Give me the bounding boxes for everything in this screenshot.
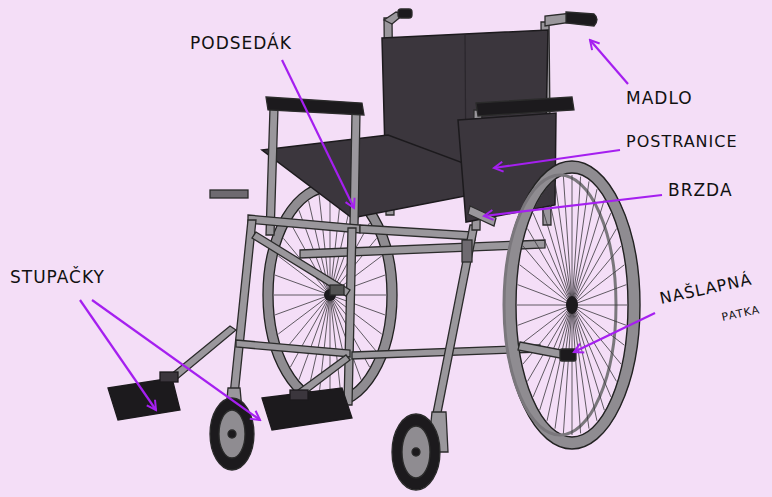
frame-front xyxy=(170,190,540,418)
part-label: MADLO xyxy=(626,89,693,108)
footrest xyxy=(108,372,352,430)
rear-wheel-right xyxy=(572,285,626,305)
rear-wheel-right xyxy=(517,175,627,435)
frame-front xyxy=(252,232,350,296)
rear-wheel-right xyxy=(572,305,624,345)
frame-front xyxy=(248,215,360,233)
rear-wheel-right xyxy=(517,305,572,306)
rear-wheel-right xyxy=(518,305,572,325)
rear-wheel-right xyxy=(572,305,581,433)
part-label: PODSEDÁK xyxy=(190,34,292,53)
caster-wheel xyxy=(219,410,245,458)
frame-front xyxy=(210,190,248,198)
rear-wheel-right xyxy=(528,305,572,381)
rear-wheel-right xyxy=(572,229,616,305)
part-label: POSTRANICE xyxy=(626,133,738,151)
leader-arrow xyxy=(574,313,655,352)
frame-front xyxy=(236,340,350,357)
rear-wheel-left xyxy=(275,295,330,315)
rear-wheel-right xyxy=(563,177,572,305)
frame-front xyxy=(432,225,478,418)
rear-wheel-right xyxy=(572,175,573,305)
footrest xyxy=(262,388,352,430)
frame-front xyxy=(360,225,475,240)
footrest xyxy=(160,372,178,382)
footrest xyxy=(290,390,308,400)
leader-arrow xyxy=(80,40,662,420)
caster-wheel xyxy=(210,398,254,470)
rear-wheel-right xyxy=(572,200,604,305)
rear-wheel-right xyxy=(572,305,589,429)
push-handle xyxy=(398,9,412,18)
armrest-left xyxy=(266,97,364,115)
rear-wheel-left xyxy=(330,275,385,295)
leader-arrow xyxy=(590,40,628,84)
rear-wheel-right xyxy=(520,265,572,305)
rear-wheel-right xyxy=(572,305,573,435)
armrest-right xyxy=(476,97,574,116)
rear-wheel-left xyxy=(263,182,397,408)
rear-wheel-right xyxy=(555,181,572,305)
rear-wheel-right xyxy=(504,161,640,449)
rear-wheel-left xyxy=(299,295,330,380)
rear-wheel-left xyxy=(278,295,330,334)
leader-arrow xyxy=(494,150,620,168)
footrest xyxy=(108,378,180,420)
frame-front xyxy=(344,228,356,405)
part-label: BRZDA xyxy=(668,181,733,200)
rear-wheel-right xyxy=(533,213,572,305)
caster-wheel xyxy=(392,414,440,490)
rear-wheel-right xyxy=(572,305,627,306)
push-handle xyxy=(566,12,597,26)
rear-wheel-right xyxy=(547,305,572,421)
brake xyxy=(462,240,472,262)
rear-wheel-right xyxy=(572,189,597,305)
rear-wheel-left xyxy=(330,295,331,397)
frame-front xyxy=(170,326,236,380)
rear-wheel-left xyxy=(330,295,341,395)
rear-wheel-right xyxy=(510,167,634,443)
leader-arrow xyxy=(92,300,260,420)
caster-wheel xyxy=(210,388,448,490)
rear-wheel-right xyxy=(555,305,572,429)
rear-wheel-left xyxy=(263,182,397,408)
tipping-lever xyxy=(560,349,576,361)
rear-wheel-right xyxy=(516,173,628,437)
rear-wheel-right xyxy=(572,305,621,364)
armrest-left xyxy=(266,97,364,235)
frame-front xyxy=(330,285,344,295)
push-handle xyxy=(384,9,597,26)
rear-wheel-right xyxy=(520,305,572,345)
frame-front xyxy=(230,220,256,395)
rear-wheel-left xyxy=(274,295,330,296)
rear-wheel-right xyxy=(528,229,572,305)
caster-wheel xyxy=(228,430,236,438)
rear-wheel-right xyxy=(572,305,604,410)
armrest-left xyxy=(350,112,360,225)
rear-wheel-right xyxy=(504,161,640,449)
rear-wheel-right xyxy=(572,213,611,305)
rear-wheel-right xyxy=(572,181,589,305)
rear-wheel-right xyxy=(566,296,578,314)
part-label: PATKA xyxy=(721,304,762,324)
part-label: NAŠLAPNÁ xyxy=(658,271,753,308)
armrest-left xyxy=(266,108,278,235)
rear-wheel-right xyxy=(540,200,572,305)
caster-wheel xyxy=(412,448,420,456)
caster-wheel xyxy=(402,426,430,478)
tipping-lever xyxy=(518,342,576,361)
leader-arrow xyxy=(484,195,662,216)
leader-arrow xyxy=(282,60,354,208)
leader-arrow xyxy=(80,300,156,410)
rear-wheel-left xyxy=(290,295,330,367)
rear-wheel-right xyxy=(523,246,572,305)
part-label: STUPAČKY xyxy=(10,268,105,287)
rear-wheel-right xyxy=(572,265,624,305)
